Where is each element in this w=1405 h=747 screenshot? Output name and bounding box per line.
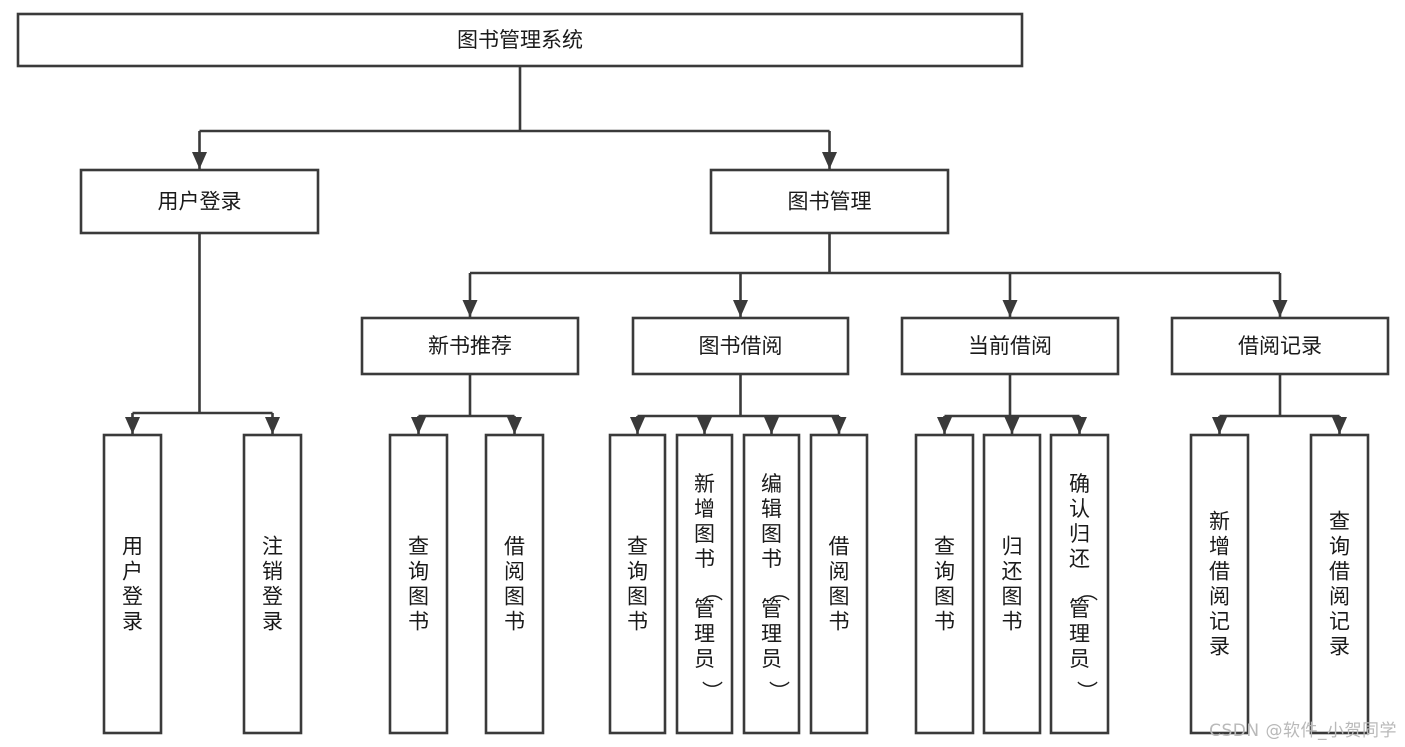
arrow-head-icon [822,152,837,169]
node-label-leaf-return-book: 归还图书 [1002,535,1023,634]
node-root[interactable]: 图书管理系统 [16,12,1024,68]
node-label-book-borrow: 图书借阅 [699,334,783,358]
arrow-head-icon [937,417,952,434]
node-leaf-query-record[interactable]: 查询借阅记录 [1309,433,1370,735]
node-leaf-confirm-return[interactable]: 确认归还（管理员）（ ） [1049,433,1110,735]
node-label-bracket: （ [1075,581,1099,602]
node-leaf-query-book-1[interactable]: 查询图书 [388,433,449,735]
node-box-leaf-user-login [102,433,163,735]
connector-edges-layer [125,66,1347,434]
node-box-leaf-edit-book [742,433,801,735]
node-label-book-management: 图书管理 [788,190,872,214]
node-label-current-borrow: 当前借阅 [968,334,1052,358]
node-box-user-login [79,168,320,235]
node-label-leaf-query-book-3: 查询图书 [934,535,955,634]
node-label-leaf-query-book-2: 查询图书 [627,535,648,634]
node-box-leaf-borrow-book-2 [809,433,869,735]
node-leaf-user-login[interactable]: 用户登录 [102,433,163,735]
node-book-borrow[interactable]: 图书借阅 [631,316,850,376]
node-box-current-borrow [900,316,1120,376]
arrow-head-icon [125,417,140,434]
node-leaf-borrow-book-1[interactable]: 借阅图书 [484,433,545,735]
arrow-head-icon [1212,417,1227,434]
node-label-borrow-record: 借阅记录 [1238,334,1322,358]
node-box-leaf-add-book [675,433,734,735]
node-box-root [16,12,1024,68]
node-user-login[interactable]: 用户登录 [79,168,320,235]
node-box-leaf-return-book [982,433,1042,735]
node-label-root: 图书管理系统 [457,28,583,52]
arrow-head-icon [411,417,426,434]
node-label-leaf-add-record: 新增借阅记录 [1209,510,1230,659]
node-leaf-query-book-3[interactable]: 查询图书 [914,433,975,735]
node-current-borrow[interactable]: 当前借阅 [900,316,1120,376]
node-leaf-logout[interactable]: 注销登录 [242,433,303,735]
node-label-bracket: ） [1075,681,1099,702]
node-box-borrow-record [1170,316,1390,376]
arrow-head-icon [1072,417,1087,434]
arrow-head-icon [507,417,522,434]
node-label-leaf-user-login: 用户登录 [122,535,143,634]
node-box-leaf-confirm-return [1049,433,1110,735]
node-label-bracket: （ [767,581,791,602]
node-box-leaf-query-record [1309,433,1370,735]
arrow-head-icon [462,300,478,317]
arrow-head-icon [1002,300,1018,317]
arrow-head-icon [1332,417,1347,434]
node-label-leaf-borrow-book-1: 借阅图书 [504,535,525,634]
node-label-user-login: 用户登录 [158,190,242,214]
node-box-leaf-query-book-3 [914,433,975,735]
node-box-leaf-borrow-book-1 [484,433,545,735]
node-label-bracket: ） [700,681,724,702]
node-book-management[interactable]: 图书管理 [709,168,950,235]
node-label-bracket: ） [767,681,791,702]
arrow-head-icon [192,152,207,169]
node-label-bracket: （ [700,581,724,602]
node-leaf-add-record[interactable]: 新增借阅记录 [1189,433,1250,735]
arrow-head-icon [764,417,779,434]
node-leaf-borrow-book-2[interactable]: 借阅图书 [809,433,869,735]
arrow-head-icon [630,417,645,434]
node-box-leaf-add-record [1189,433,1250,735]
node-label-new-book-recommend: 新书推荐 [428,334,512,358]
node-box-book-management [709,168,950,235]
node-new-book-recommend[interactable]: 新书推荐 [360,316,580,376]
node-leaf-edit-book[interactable]: 编辑图书（管理员）（ ） [742,433,801,735]
arrow-head-icon [733,300,748,317]
node-label-leaf-borrow-book-2: 借阅图书 [829,535,850,634]
node-box-leaf-query-book-1 [388,433,449,735]
node-label-leaf-query-book-1: 查询图书 [408,535,429,634]
node-label-leaf-confirm-return: 确认归还（管理员） [1069,472,1090,696]
arrow-head-icon [831,417,847,434]
node-label-leaf-logout: 注销登录 [262,535,283,634]
arrow-head-icon [697,417,712,434]
node-box-leaf-logout [242,433,303,735]
node-box-new-book-recommend [360,316,580,376]
node-borrow-record[interactable]: 借阅记录 [1170,316,1390,376]
node-label-leaf-edit-book: 编辑图书（管理员） [761,472,782,696]
arrow-head-icon [1272,300,1288,317]
node-label-leaf-add-book: 新增图书（管理员） [694,472,715,696]
node-box-book-borrow [631,316,850,376]
node-leaf-query-book-2[interactable]: 查询图书 [608,433,667,735]
arrow-head-icon [1004,417,1020,434]
arrow-head-icon [265,417,280,434]
node-leaf-add-book[interactable]: 新增图书（管理员）（ ） [675,433,734,735]
node-box-leaf-query-book-2 [608,433,667,735]
node-boxes-layer: 图书管理系统用户登录图书管理新书推荐图书借阅当前借阅借阅记录用户登录注销登录查询… [16,12,1390,735]
node-leaf-return-book[interactable]: 归还图书 [982,433,1042,735]
node-label-leaf-query-record: 查询借阅记录 [1329,510,1350,659]
